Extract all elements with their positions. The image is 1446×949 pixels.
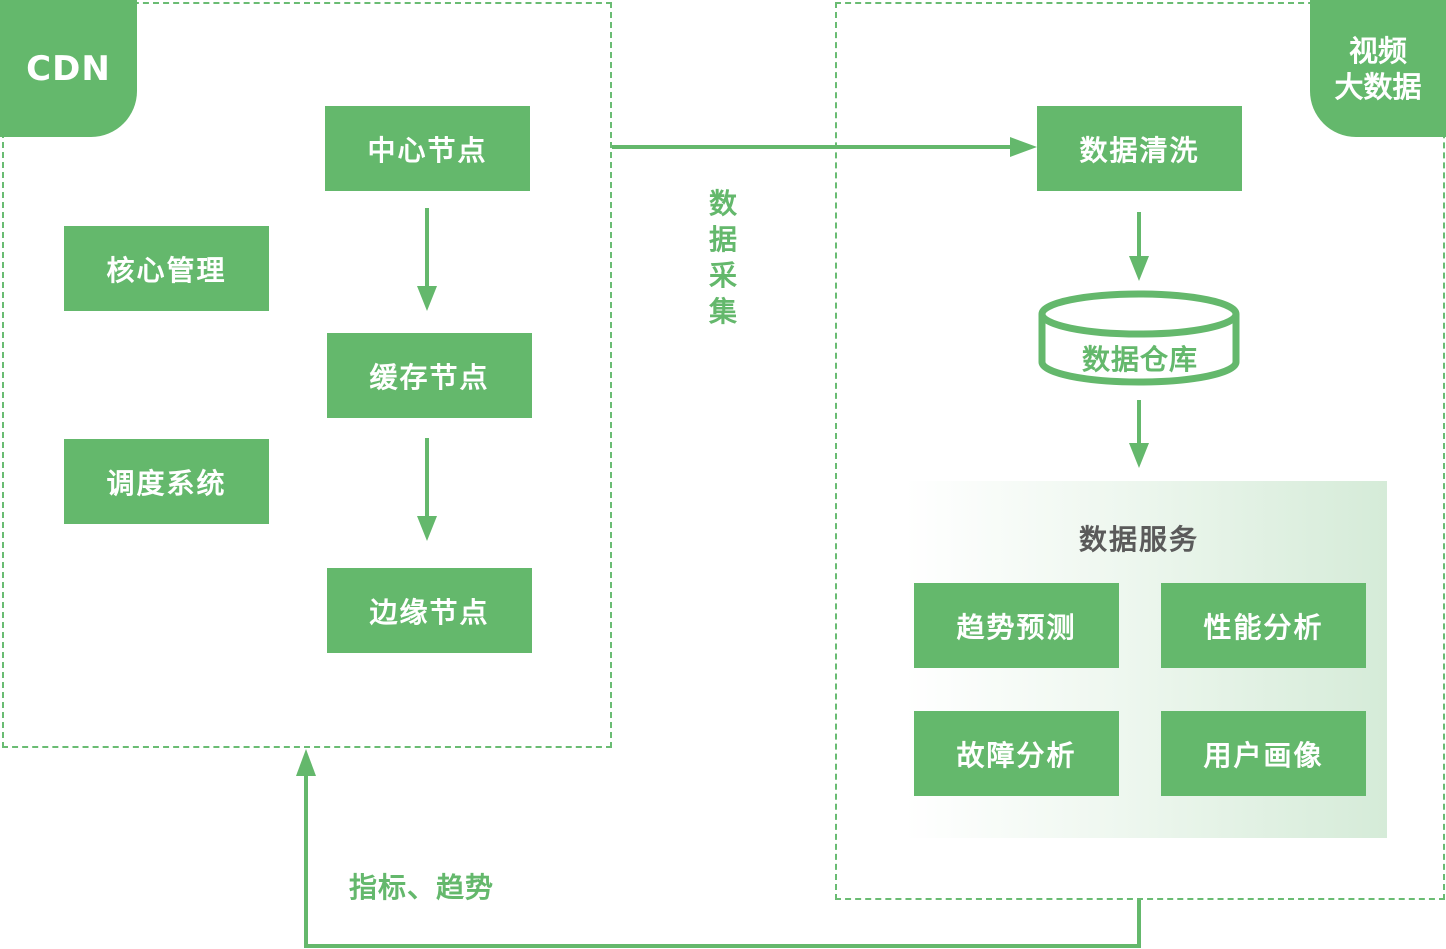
arrow-cache-to-edge	[417, 438, 437, 541]
arrow-clean-to-warehouse	[1129, 212, 1149, 281]
video-bigdata-group	[835, 2, 1445, 900]
data-warehouse-label: 数据仓库	[1081, 343, 1198, 376]
data-collection-label: 数 据 采 集	[703, 186, 743, 330]
warehouse-cylinder-icon	[1038, 290, 1240, 386]
bigdata-group-label: 视频 大数据	[1310, 0, 1446, 137]
center-node: 中心节点	[325, 106, 530, 191]
cache-node: 缓存节点	[327, 333, 532, 418]
collect-char: 集	[708, 295, 737, 328]
scheduling-system-node: 调度系统	[64, 439, 269, 524]
service-user-profile: 用户画像	[1161, 711, 1366, 796]
bigdata-label-line2: 大数据	[1334, 69, 1422, 104]
arrow-center-to-cache	[417, 208, 437, 311]
service-fault-analysis: 故障分析	[914, 711, 1119, 796]
collect-char: 据	[708, 223, 737, 256]
cdn-group	[2, 2, 612, 748]
service-performance-analysis: 性能分析	[1161, 583, 1366, 668]
service-trend-prediction: 趋势预测	[914, 583, 1119, 668]
cdn-group-label: CDN	[0, 0, 137, 137]
data-cleaning-node: 数据清洗	[1037, 106, 1242, 191]
arrow-warehouse-to-services	[1129, 400, 1149, 468]
collect-char: 采	[708, 259, 737, 292]
arrow-feedback-loop	[296, 749, 1141, 948]
edge-node: 边缘节点	[327, 568, 532, 653]
core-management-node: 核心管理	[64, 226, 269, 311]
arrow-data-collection	[612, 137, 1037, 157]
metrics-trend-label: 指标、趋势	[349, 871, 495, 904]
collect-char: 数	[708, 187, 737, 220]
data-service-title: 数据服务	[1078, 523, 1199, 556]
bigdata-label-line1: 视频	[1348, 33, 1407, 68]
